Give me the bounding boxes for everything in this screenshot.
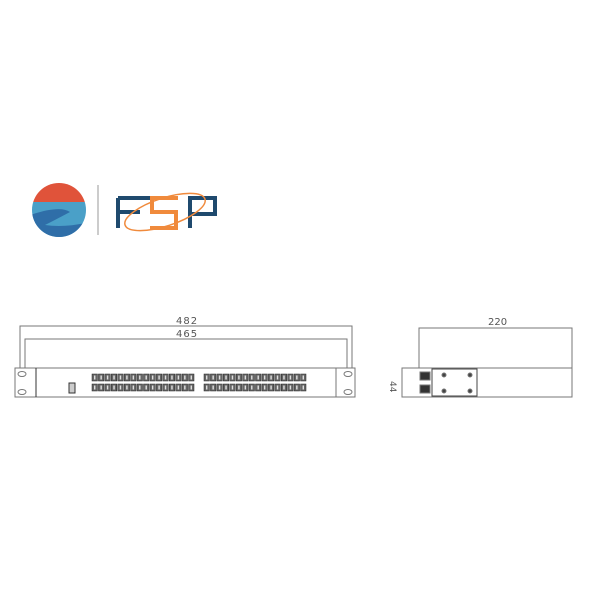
port-array bbox=[68, 373, 307, 394]
logo-icon bbox=[32, 183, 217, 237]
svg-text:482: 482 bbox=[176, 316, 198, 327]
svg-text:465: 465 bbox=[176, 329, 198, 340]
svg-text:220: 220 bbox=[488, 317, 507, 328]
side-view bbox=[401, 327, 573, 398]
svg-text:44: 44 bbox=[387, 381, 397, 393]
